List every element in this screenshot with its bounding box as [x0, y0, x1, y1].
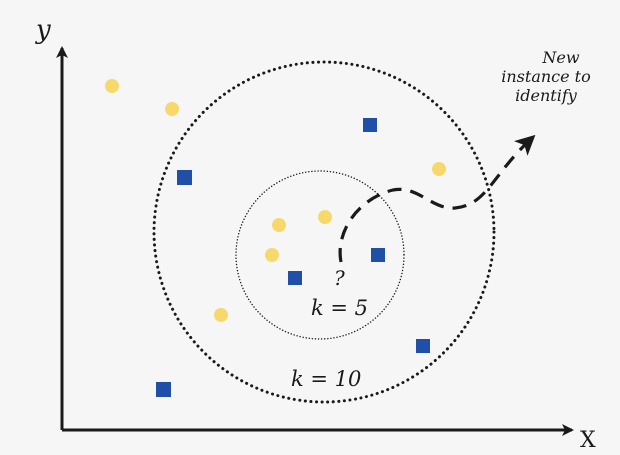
circle-marker: [105, 79, 119, 93]
square-marker: [416, 339, 430, 353]
annotation-line-3: identify: [515, 86, 578, 105]
circle-marker: [272, 218, 286, 232]
circle-marker: [214, 308, 228, 322]
circle-markers: [105, 79, 446, 322]
outer-k-label: k = 10: [291, 367, 361, 391]
square-markers: [156, 118, 430, 397]
square-marker: [371, 248, 385, 262]
square-marker: [363, 118, 377, 132]
x-axis-label: X: [580, 428, 596, 453]
circle-marker: [165, 102, 179, 116]
query-point-marker: ?: [334, 266, 345, 290]
new-instance-arrow: [338, 134, 536, 263]
inner-k-label: k = 5: [311, 296, 368, 320]
square-marker: [177, 170, 192, 185]
square-marker: [288, 271, 302, 285]
annotation-line-2: instance to: [501, 67, 590, 86]
outer-neighborhood-circle: [152, 60, 496, 404]
circle-marker: [432, 162, 446, 176]
new-instance-annotation: New instance to identify: [501, 48, 590, 105]
circle-marker: [318, 210, 332, 224]
annotation-line-1: New: [541, 48, 579, 67]
inner-neighborhood-circle: [235, 170, 405, 340]
circle-marker: [265, 248, 279, 262]
square-marker: [156, 382, 171, 397]
y-axis-label: y: [35, 15, 51, 45]
